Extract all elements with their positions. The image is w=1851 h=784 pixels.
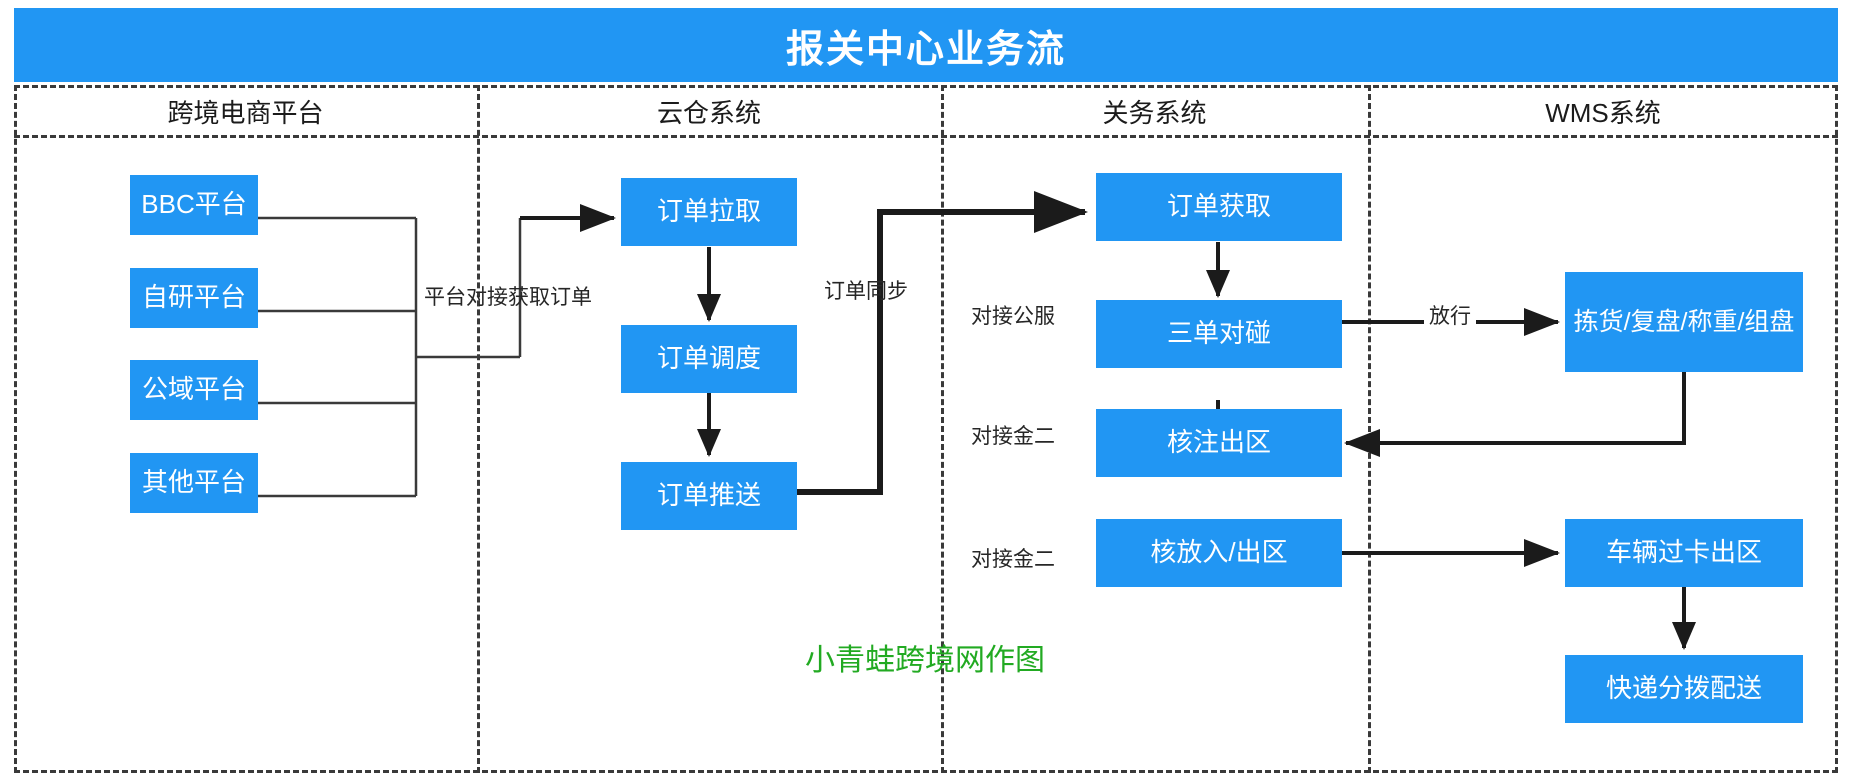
edge-label-connect-gold2-b: 对接金二 [971,548,1055,571]
node-check-note-exit[interactable]: 核注出区 [1096,409,1342,477]
node-order-push[interactable]: 订单推送 [621,462,797,530]
lane-header-cloudwarehouse: 云仓系统 [656,98,761,128]
edge-label-connect-public-service: 对接公服 [971,305,1055,328]
node-vehicle-gate-exit[interactable]: 车辆过卡出区 [1565,519,1803,587]
node-order-fetch[interactable]: 订单获取 [1096,173,1342,241]
lane-header-customs: 关务系统 [1102,98,1207,128]
node-order-pull[interactable]: 订单拉取 [621,178,797,246]
node-bbc-platform[interactable]: BBC平台 [130,175,258,235]
node-order-dispatch[interactable]: 订单调度 [621,325,797,393]
node-public-platform[interactable]: 公域平台 [130,360,258,420]
node-self-platform[interactable]: 自研平台 [130,268,258,328]
node-other-platform[interactable]: 其他平台 [130,453,258,513]
lane-header-ecommerce: 跨境电商平台 [167,98,324,128]
edge-label-connect-gold2-a: 对接金二 [971,425,1055,448]
swimlane-frame [14,85,1838,773]
watermark-text: 小青蛙跨境网作图 [805,644,1045,677]
diagram-title-bar: 报关中心业务流 [14,8,1838,82]
node-pick-review-weigh-palletize[interactable]: 拣货/复盘/称重/组盘 [1565,272,1803,372]
edge-label-order-sync: 订单同步 [824,280,908,303]
lane-divider-3 [1368,85,1371,773]
edge-label-release: 放行 [1424,300,1476,330]
swimlane-header-row [14,85,1838,138]
edge-label-platform-integration: 平台对接获取订单 [424,286,592,309]
lane-divider-1 [477,85,480,773]
lane-header-wms: WMS系统 [1545,98,1661,128]
node-express-sorting-delivery[interactable]: 快递分拨配送 [1565,655,1803,723]
node-check-release-inout[interactable]: 核放入/出区 [1096,519,1342,587]
diagram-title: 报关中心业务流 [785,28,1066,71]
node-three-doc-match[interactable]: 三单对碰 [1096,300,1342,368]
